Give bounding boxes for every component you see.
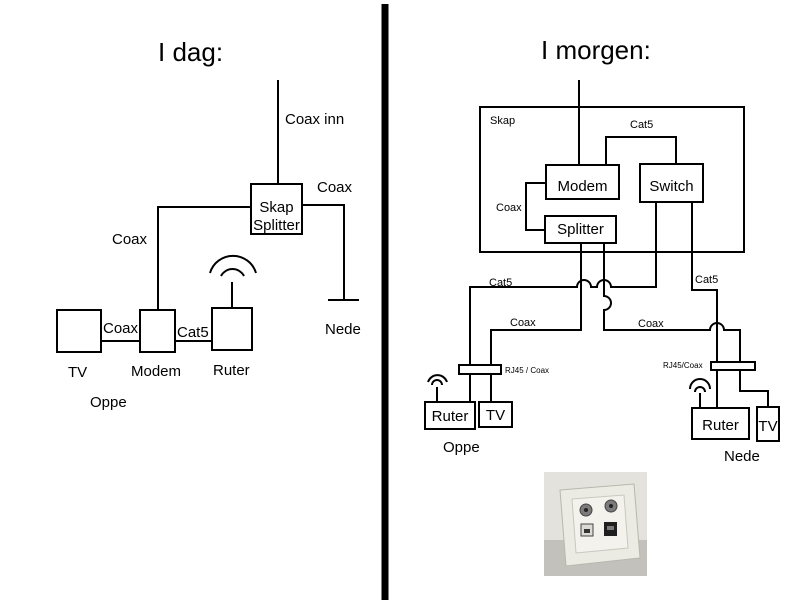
modem-box-right xyxy=(545,164,620,200)
coax-connector-2-pin xyxy=(609,504,613,508)
label-splitter-right: Splitter xyxy=(557,221,604,238)
label-oppe-right: Oppe xyxy=(443,439,480,456)
coax-nede-wire xyxy=(302,204,345,300)
label-ruter-left: Ruter xyxy=(432,408,469,425)
label-cat5-left: Cat5 xyxy=(489,277,512,289)
label-switch: Switch xyxy=(649,178,693,195)
splitter-label-line2: Splitter xyxy=(253,217,300,234)
tv-box xyxy=(56,309,102,353)
cabinet-box xyxy=(479,106,745,253)
tv-box-left xyxy=(478,401,513,428)
label-oppe-left: Oppe xyxy=(90,394,127,411)
splitter-label-line1: Skap xyxy=(259,199,293,216)
coax-modem-splitter-wire xyxy=(525,182,546,231)
wifi-icon-outer xyxy=(209,254,257,274)
splitter-box xyxy=(250,183,303,235)
label-coax-left: Coax xyxy=(112,231,148,248)
rj45-port-opening xyxy=(584,529,590,533)
outlet-insert xyxy=(571,494,629,554)
label-modem-right: Modem xyxy=(557,178,607,195)
tv-box-right xyxy=(756,406,780,442)
label-coax-side: Coax xyxy=(496,202,522,214)
wifi-icon-inner xyxy=(220,268,245,277)
label-coax-right-right: Coax xyxy=(638,318,664,330)
label-coax-inn: Coax inn xyxy=(285,111,344,128)
wifi-icon-right-outer xyxy=(689,378,711,390)
switch-box xyxy=(639,163,704,203)
coax-connector-1-pin xyxy=(584,508,588,512)
label-ruter: Ruter xyxy=(213,362,250,379)
label-modem: Modem xyxy=(131,363,181,380)
tomorrow-panel: I morgen: Skap Cat5 Coax Modem Switch Sp… xyxy=(424,35,780,576)
wifi-icon-right-inner xyxy=(694,386,706,393)
label-nede-left: Nede xyxy=(325,321,361,338)
title-today: I dag: xyxy=(158,37,223,67)
ruter-box-right xyxy=(691,407,750,440)
wifi-icon-left-outer xyxy=(427,374,448,383)
wifi-icon-left-inner xyxy=(431,379,443,386)
coax-left-wire xyxy=(490,243,582,365)
wall-outlet-right xyxy=(710,361,756,371)
hdmi-port-inner xyxy=(607,526,614,530)
cat5-modem-switch-wire xyxy=(605,136,677,167)
wall-outlet-photo xyxy=(544,472,647,576)
label-coax-right: Coax xyxy=(317,179,353,196)
cat5-right-wire xyxy=(691,202,718,362)
label-cat5-top: Cat5 xyxy=(630,119,653,131)
title-tomorrow: I morgen: xyxy=(541,35,651,65)
label-skap: Skap xyxy=(490,115,515,127)
splitter-box-right xyxy=(544,215,617,244)
label-outlet-right: RJ45/Coax xyxy=(663,361,703,370)
label-outlet-left: RJ45 / Coax xyxy=(505,366,549,375)
ruter-box xyxy=(211,307,253,351)
label-cat5: Cat5 xyxy=(177,324,209,341)
label-cat5-right: Cat5 xyxy=(695,274,718,286)
label-tv-left: TV xyxy=(486,407,505,424)
label-nede-right: Nede xyxy=(724,448,760,465)
cat5-left-wire xyxy=(469,202,657,365)
label-coax-left-right: Coax xyxy=(510,317,536,329)
modem-box xyxy=(139,309,176,353)
label-tv-right: TV xyxy=(758,418,777,435)
coax-to-tv-right xyxy=(739,370,769,407)
coax-modem-wire xyxy=(157,206,251,310)
ruter-box-left xyxy=(424,401,476,430)
wall-outlet-left xyxy=(458,364,502,375)
today-panel: I dag: Coax inn Coax Nede Coax Skap Spli… xyxy=(56,37,361,411)
coax-right-wire xyxy=(603,243,741,362)
label-ruter-right: Ruter xyxy=(702,417,739,434)
label-coax-tv: Coax xyxy=(103,320,139,337)
label-tv: TV xyxy=(68,364,87,381)
